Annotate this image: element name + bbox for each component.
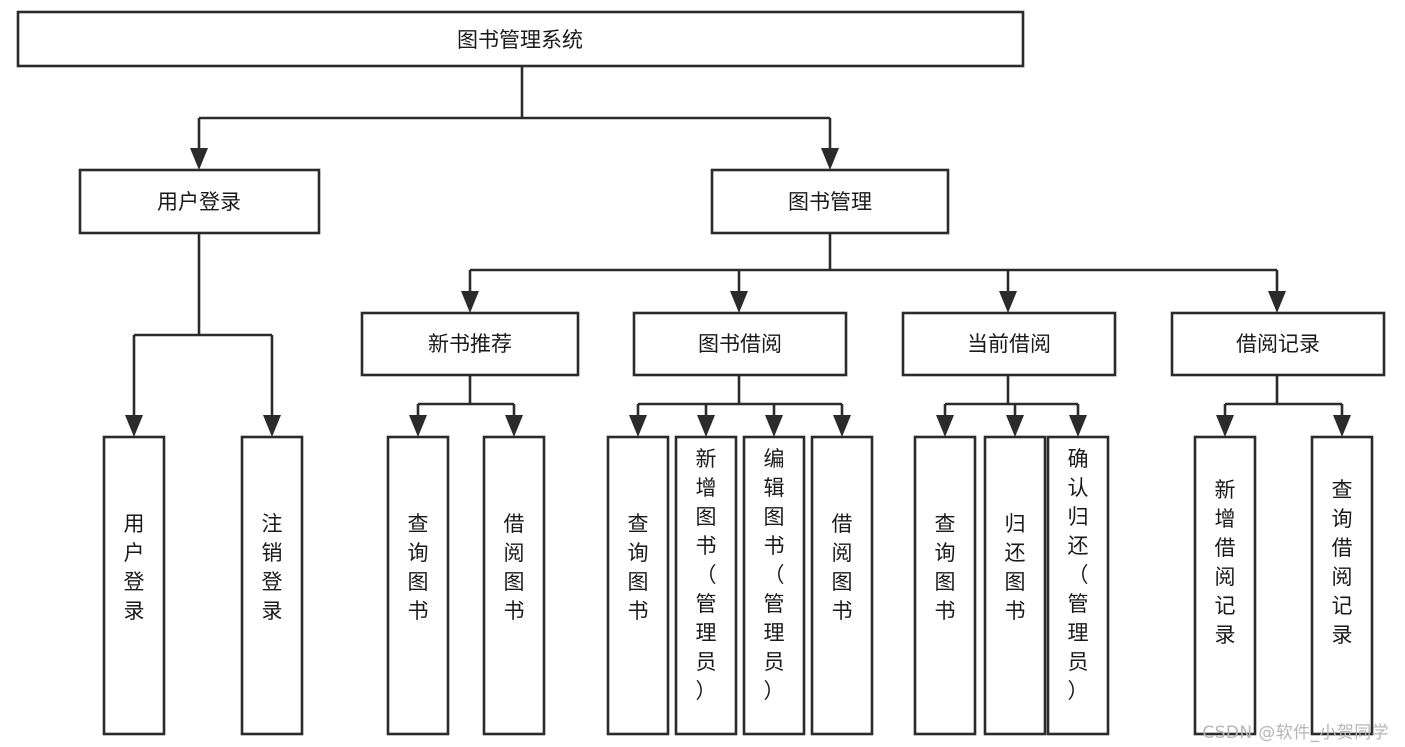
node-leaf13-label: 查询借阅记录	[1332, 478, 1353, 647]
arrow-head-icon-leaf12	[1216, 415, 1234, 437]
node-leaf9[interactable]: 查询图书	[913, 435, 977, 736]
node-leaf8-box[interactable]	[810, 435, 874, 736]
node-leaf8-label: 借阅图书	[832, 512, 853, 623]
node-login[interactable]: 用户登录	[78, 168, 321, 235]
arrow-head-icon-leaf9	[936, 415, 954, 437]
node-records-box[interactable]	[1170, 311, 1386, 377]
node-leaf6-label: 新增图书（管理员）	[696, 447, 717, 703]
arrow-head-icon-current	[999, 291, 1017, 313]
arrow-head-icon-leaf1	[125, 415, 143, 437]
node-records-label: 借阅记录	[1236, 332, 1320, 356]
node-leaf2-box[interactable]	[240, 435, 304, 736]
arrow-head-icon-leaf5	[629, 415, 647, 437]
node-leaf5[interactable]: 查询图书	[606, 435, 670, 736]
csdn-watermark: CSDN @软件_小贺同学	[1202, 723, 1389, 743]
node-borrow[interactable]: 图书借阅	[632, 311, 848, 377]
node-newbook-box[interactable]	[360, 311, 580, 377]
node-current-box[interactable]	[901, 311, 1117, 377]
node-leaf4-box[interactable]	[482, 435, 546, 736]
node-root-box[interactable]	[16, 10, 1025, 68]
arrow-head-icon-leaf7	[765, 415, 783, 437]
arrow-head-icon-leaf10	[1006, 415, 1024, 437]
node-leaf4[interactable]: 借阅图书	[482, 435, 546, 736]
node-newbook[interactable]: 新书推荐	[360, 311, 580, 377]
node-leaf3-label: 查询图书	[408, 512, 429, 623]
arrow-head-icon-leaf2	[263, 415, 281, 437]
node-leaf1[interactable]: 用户登录	[102, 435, 166, 736]
arrow-head-icon-leaf4	[505, 415, 523, 437]
node-leaf11-box[interactable]	[1046, 435, 1110, 736]
node-leaf6-box[interactable]	[674, 435, 738, 736]
node-bookmgmt-box[interactable]	[710, 168, 950, 235]
node-leaf2-label: 注销登录	[262, 512, 283, 623]
node-leaf3[interactable]: 查询图书	[386, 435, 450, 736]
node-newbook-label: 新书推荐	[428, 332, 512, 356]
node-leaf7-label: 编辑图书（管理员）	[764, 447, 785, 703]
arrow-head-icon-login	[190, 148, 208, 170]
node-login-box[interactable]	[78, 168, 321, 235]
node-bookmgmt[interactable]: 图书管理	[710, 168, 950, 235]
arrow-head-icon-leaf8	[833, 415, 851, 437]
node-borrow-box[interactable]	[632, 311, 848, 377]
arrow-head-icon-leaf13	[1333, 415, 1351, 437]
node-leaf10-label: 归还图书	[1005, 512, 1026, 623]
arrow-head-icon-leaf11	[1069, 415, 1087, 437]
node-leaf5-label: 查询图书	[628, 512, 649, 623]
arrow-head-icon-borrow	[730, 291, 748, 313]
node-leaf13-box[interactable]	[1310, 435, 1374, 736]
node-leaf12-label: 新增借阅记录	[1215, 478, 1236, 647]
node-leaf3-box[interactable]	[386, 435, 450, 736]
node-leaf9-label: 查询图书	[935, 512, 956, 623]
node-leaf10[interactable]: 归还图书	[983, 435, 1047, 736]
node-bookmgmt-label: 图书管理	[788, 190, 872, 214]
connector-layer	[125, 66, 1351, 437]
arrow-head-icon-bookmgmt	[821, 148, 839, 170]
node-leaf12[interactable]: 新增借阅记录	[1193, 435, 1257, 736]
node-login-label: 用户登录	[157, 190, 241, 214]
node-root[interactable]: 图书管理系统	[16, 10, 1025, 68]
node-leaf10-box[interactable]	[983, 435, 1047, 736]
node-leaf2[interactable]: 注销登录	[240, 435, 304, 736]
node-leaf6[interactable]: 新增图书（管理员）	[674, 435, 738, 736]
arrow-head-icon-records	[1268, 291, 1286, 313]
node-leaf5-box[interactable]	[606, 435, 670, 736]
arrow-head-icon-leaf6	[697, 415, 715, 437]
node-borrow-label: 图书借阅	[698, 332, 782, 356]
node-leaf11-label: 确认归还（管理员）	[1068, 447, 1089, 703]
node-records[interactable]: 借阅记录	[1170, 311, 1386, 377]
node-root-label: 图书管理系统	[457, 28, 583, 52]
node-current[interactable]: 当前借阅	[901, 311, 1117, 377]
arrow-head-icon-leaf3	[409, 415, 427, 437]
node-leaf8[interactable]: 借阅图书	[810, 435, 874, 736]
node-leaf13[interactable]: 查询借阅记录	[1310, 435, 1374, 736]
node-leaf4-label: 借阅图书	[504, 512, 525, 623]
node-leaf11[interactable]: 确认归还（管理员）	[1046, 435, 1110, 736]
node-current-label: 当前借阅	[967, 332, 1051, 356]
node-leaf1-label: 用户登录	[124, 512, 145, 623]
node-leaf7-box[interactable]	[742, 435, 806, 736]
node-leaf9-box[interactable]	[913, 435, 977, 736]
arrow-head-icon-newbook	[461, 291, 479, 313]
node-leaf12-box[interactable]	[1193, 435, 1257, 736]
node-leaf1-box[interactable]	[102, 435, 166, 736]
node-leaf7[interactable]: 编辑图书（管理员）	[742, 435, 806, 736]
